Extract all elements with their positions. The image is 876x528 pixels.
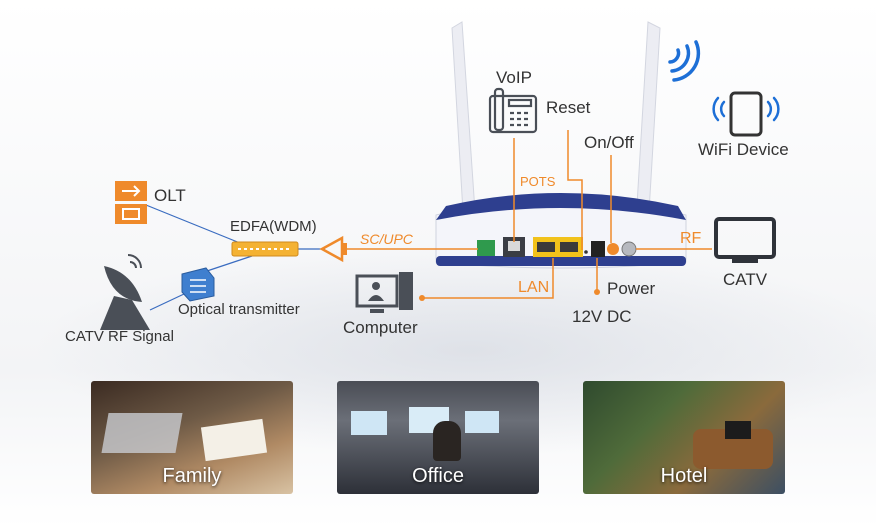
- lan-label: LAN: [518, 279, 550, 296]
- edfa-icon: [231, 241, 299, 257]
- sc-upc-label: SC/UPC: [360, 231, 413, 247]
- notebook-shape: [200, 418, 268, 462]
- network-diagram: [100, 21, 780, 330]
- optical-transmitter-icon: [181, 267, 215, 302]
- scene-caption-hotel: Hotel: [660, 465, 708, 487]
- connection-lines: [345, 130, 712, 299]
- computer-icon: [355, 272, 413, 313]
- catv-label: CATV: [723, 270, 768, 289]
- laptop-shape: [101, 413, 183, 453]
- satellite-dish-icon: [100, 254, 150, 330]
- pots-label: POTS: [520, 174, 556, 189]
- rf-label: RF: [680, 230, 702, 247]
- catv-rf-signal-label: CATV RF Signal: [65, 328, 174, 345]
- edfa-label: EDFA(WDM): [230, 218, 317, 235]
- dc-label: 12V DC: [572, 307, 632, 326]
- computer-label: Computer: [343, 318, 418, 337]
- wifi-device-label: WiFi Device: [698, 140, 789, 159]
- tv-icon: [714, 217, 776, 263]
- tablet-icon: [712, 91, 780, 137]
- monitor-shape-3: [465, 411, 499, 433]
- reset-label: Reset: [546, 98, 591, 117]
- wifi-signal-icon: [668, 40, 701, 82]
- monitor-shape-1: [351, 411, 387, 435]
- olt-label: OLT: [154, 186, 186, 205]
- hotel-photo: Hotel: [583, 381, 785, 494]
- power-label: Power: [607, 279, 656, 298]
- scene-caption-family: Family: [162, 465, 222, 487]
- scene-caption-office: Office: [412, 465, 464, 487]
- router-body: [435, 193, 687, 269]
- phone-icon: [488, 87, 538, 134]
- family-photo: Family: [91, 381, 293, 494]
- voip-label: VoIP: [496, 68, 532, 87]
- person-shape: [433, 421, 461, 461]
- office-photo: Office: [337, 381, 539, 494]
- on-off-label: On/Off: [584, 133, 634, 152]
- optical-transmitter-label: Optical transmitter: [178, 301, 300, 318]
- olt-icon: [115, 181, 147, 224]
- tablet-shape: [725, 421, 751, 439]
- connector-icon: [319, 235, 347, 263]
